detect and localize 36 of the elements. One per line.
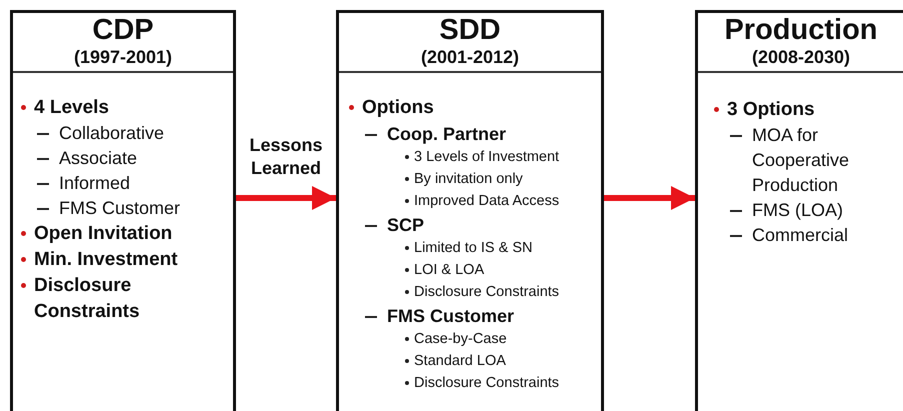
date-range: (2008-2030) — [752, 46, 850, 68]
arrow — [236, 186, 336, 210]
list-item: Improved Data Access — [414, 192, 560, 211]
list-item: Limited to IS & SN — [414, 239, 532, 258]
list-item: Options — [362, 96, 434, 120]
list-item: By invitation only — [414, 170, 523, 189]
list-item: Disclosure Constraints — [34, 274, 141, 324]
list-item: FMS Customer — [387, 305, 514, 328]
list-item: Case-by-Case — [414, 330, 507, 349]
list-item: Min. Investment — [34, 248, 178, 272]
phase-title: SDD — [439, 15, 501, 46]
list-item: FMS Customer — [59, 197, 180, 220]
phase-title: CDP — [92, 15, 154, 46]
list-item: LOI & LOA — [414, 261, 484, 280]
list-item: Informed — [59, 172, 130, 195]
list-item: SCP — [387, 214, 424, 237]
phase-box — [336, 10, 604, 411]
list-item: Standard LOA — [414, 352, 506, 371]
list-item: 4 Levels — [34, 96, 109, 120]
arrow — [604, 186, 695, 210]
list-item: Commercial — [752, 224, 848, 247]
date-range: (2001-2012) — [420, 46, 520, 68]
list-item: Open Invitation — [34, 222, 172, 246]
list-item: FMS (LOA) — [752, 199, 844, 222]
list-item: Coop. Partner — [387, 123, 506, 146]
list-item: Disclosure Constraints — [414, 374, 560, 393]
list-item: Collaborative — [59, 122, 164, 145]
list-item: 3 Options — [727, 98, 815, 122]
list-item: 3 Levels of Investment — [414, 148, 560, 167]
list-item: MOA for Cooperative Production — [752, 124, 850, 197]
phase-box — [695, 10, 903, 411]
phase-title: Production — [724, 15, 878, 46]
list-item: Disclosure Constraints — [414, 283, 560, 302]
phase-box — [10, 10, 236, 411]
date-range: (1997-2001) — [74, 46, 172, 68]
list-item: Associate — [59, 147, 138, 170]
